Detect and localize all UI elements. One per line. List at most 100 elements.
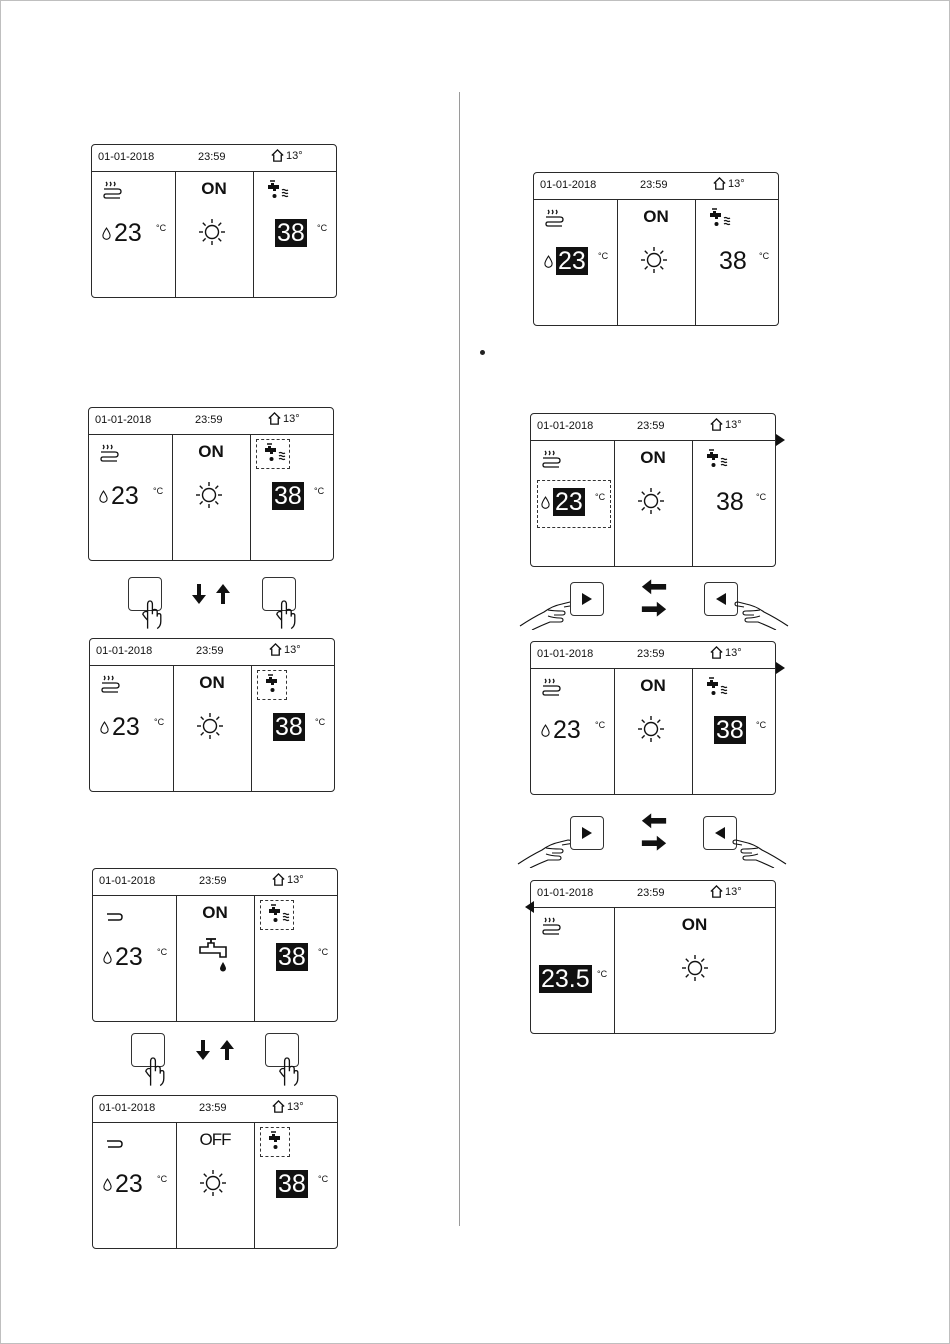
mode-panel[interactable]: ON (614, 668, 693, 794)
zone-panel[interactable]: 23.5 °C (531, 907, 615, 1033)
hand-icon (518, 590, 578, 630)
space-heating-icon (541, 915, 561, 935)
selection-cursor (260, 1127, 290, 1157)
zone-panel[interactable]: 23 °C (90, 665, 174, 791)
zone-panel[interactable]: 23 °C (534, 199, 618, 325)
mode-panel[interactable]: OFF (176, 1122, 255, 1248)
dhw-tank-icon (704, 448, 732, 470)
left-right-arrows-icon (640, 578, 668, 618)
space-heating-icon (99, 442, 119, 462)
hand-icon (728, 828, 788, 868)
hot-water-tap-icon (198, 935, 234, 973)
hand-icon (138, 595, 162, 631)
outdoor-temp: 13° (286, 149, 303, 162)
date: 01-01-2018 (98, 151, 155, 163)
sun-icon (194, 480, 224, 510)
water-drop-icon (541, 496, 550, 509)
sun-icon (680, 953, 710, 983)
dhw-tank-icon (265, 179, 293, 201)
mode-panel[interactable]: ON (176, 895, 255, 1021)
previous-page-arrow-icon (525, 901, 534, 913)
dhw-panel[interactable]: 38 °C (692, 668, 775, 794)
water-drop-icon (541, 724, 550, 737)
down-button[interactable] (128, 577, 162, 611)
hand-icon (730, 590, 790, 630)
right-button[interactable] (570, 816, 604, 850)
sun-icon (636, 486, 666, 516)
space-heating-icon (541, 676, 561, 696)
house-icon (271, 872, 286, 887)
play-left-icon (716, 593, 726, 605)
controller-screen-8: 01-01-2018 23:59 13° 23 °C ON 38 °C (530, 641, 785, 795)
controller-screen-3: 01-01-2018 23:59 13° 23 °C ON 38 °C (89, 638, 335, 792)
bullet-point (480, 350, 485, 355)
zone-panel[interactable]: 23 °C (92, 171, 176, 297)
left-button[interactable] (703, 816, 737, 850)
selection-cursor (260, 900, 294, 930)
selection-cursor (537, 480, 611, 528)
sun-icon (197, 217, 227, 247)
controller-screen-4: 01-01-2018 23:59 13° 23 °C ON 38 °C (92, 868, 338, 1022)
water-drop-icon (102, 227, 111, 240)
mode-panel[interactable]: ON (614, 440, 693, 566)
controller-screen-9: 01-01-2018 23:59 13° 23.5 °C ON (525, 880, 776, 1034)
mode-panel[interactable]: ON (172, 434, 251, 560)
down-up-arrows-icon (188, 583, 234, 605)
next-page-arrow-icon (776, 434, 785, 446)
hand-icon (272, 595, 296, 631)
house-icon (709, 645, 724, 660)
dhw-panel[interactable]: 38 °C (254, 895, 337, 1021)
zone-panel[interactable]: 23 °C (531, 440, 615, 566)
dhw-tap-icon (263, 673, 291, 695)
status-bar: 01-01-2018 23:59 13° (92, 145, 336, 172)
on-off-status: ON (201, 179, 227, 198)
hand-icon (141, 1052, 165, 1088)
mode-panel[interactable]: ON (175, 171, 254, 297)
zone-temp: 23 (114, 219, 142, 247)
dhw-panel[interactable]: 38 °C (250, 434, 333, 560)
space-heating-icon (541, 448, 561, 468)
selection-cursor (256, 439, 290, 469)
play-right-icon (582, 827, 592, 839)
dhw-temp: 38 (275, 219, 307, 247)
dhw-tank-icon (707, 207, 735, 229)
mode-panel[interactable]: ON (173, 665, 252, 791)
zone-panel[interactable]: 23 °C (93, 1122, 177, 1248)
dhw-tank-icon (266, 903, 294, 925)
hand-icon (516, 828, 576, 868)
zone-panel[interactable]: 23 °C (89, 434, 173, 560)
house-icon (268, 642, 283, 657)
left-button[interactable] (704, 582, 738, 616)
house-icon (712, 176, 727, 191)
play-left-icon (715, 827, 725, 839)
space-heating-icon (544, 207, 564, 227)
up-button[interactable] (265, 1033, 299, 1067)
water-drop-icon (544, 255, 553, 268)
dhw-panel[interactable]: 38 °C (692, 440, 775, 566)
right-button[interactable] (570, 582, 604, 616)
down-button[interactable] (131, 1033, 165, 1067)
time: 23:59 (198, 151, 226, 163)
dhw-panel[interactable]: 38 °C (695, 199, 778, 325)
controller-screen-1: 01-01-2018 23:59 13° 23 °C ON 38 °C (91, 144, 337, 298)
controller-screen-6: 01-01-2018 23:59 13° 23 °C ON 38 °C (533, 172, 779, 326)
dhw-panel[interactable]: 38 °C (251, 665, 334, 791)
house-icon (270, 148, 285, 163)
house-icon (709, 884, 724, 899)
zone-panel[interactable]: 23 °C (93, 895, 177, 1021)
dhw-panel[interactable]: 38 °C (254, 1122, 337, 1248)
space-heating-icon (100, 673, 120, 693)
sun-icon (198, 1168, 228, 1198)
dhw-tank-icon (262, 442, 290, 464)
sun-icon (636, 714, 666, 744)
up-button[interactable] (262, 577, 296, 611)
zone-panel[interactable]: 23 °C (531, 668, 615, 794)
mode-panel[interactable]: ON (614, 907, 775, 1033)
house-icon (267, 411, 282, 426)
dhw-panel[interactable]: 38 °C (253, 171, 336, 297)
column-divider (459, 92, 460, 1226)
dhw-tank-icon (704, 676, 732, 698)
zone-temp: 23.5 (539, 965, 592, 993)
mode-panel[interactable]: ON (617, 199, 696, 325)
floor-heating-icon (105, 911, 125, 925)
